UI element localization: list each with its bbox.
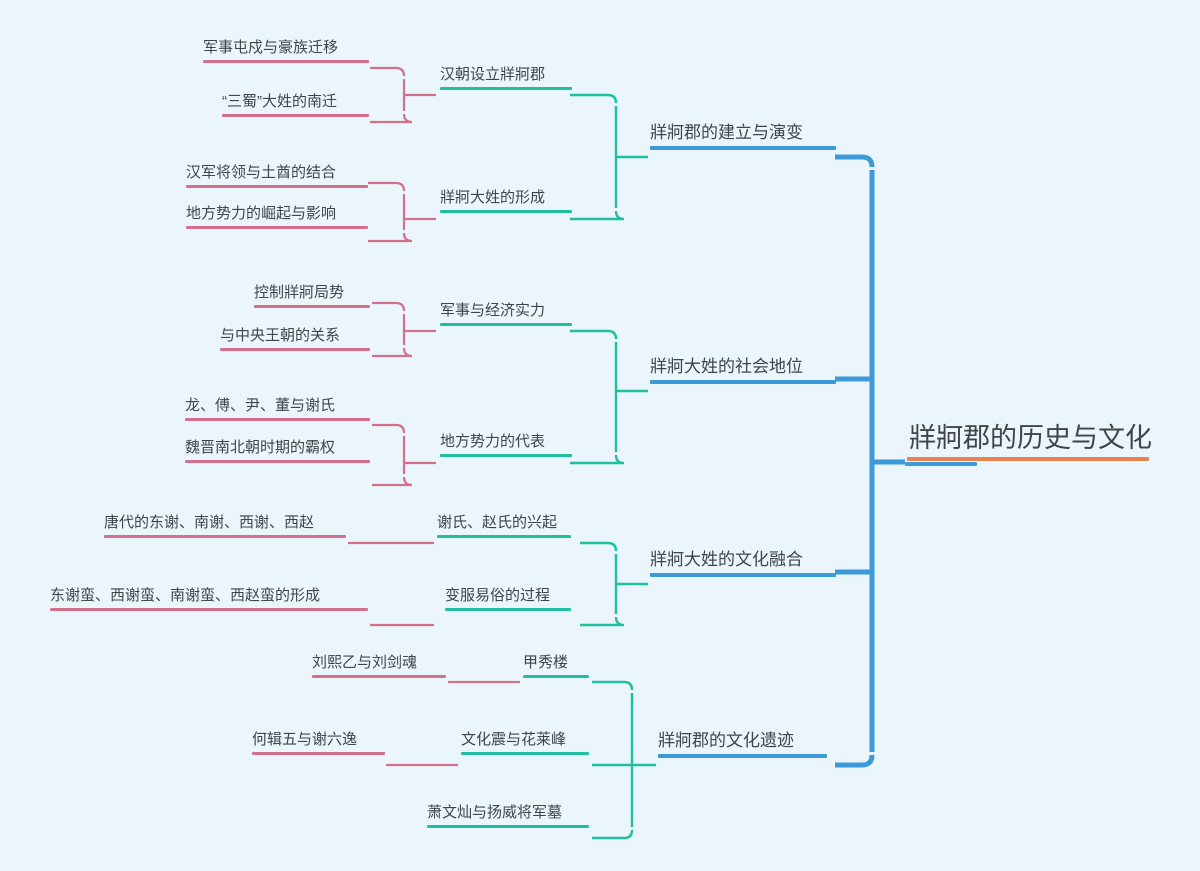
branch-node-1[interactable]: 牂牁郡的建立与演变 (650, 124, 836, 150)
leaf-node-3-1-1[interactable]: 唐代的东谢、南谢、西谢、西赵 (104, 515, 346, 538)
leaf-node-2-2-1[interactable]: 龙、傅、尹、董与谢氏 (185, 398, 370, 421)
sub-node-3-1[interactable]: 谢氏、赵氏的兴起 (437, 515, 571, 538)
leaf-node-1-1-2[interactable]: “三蜀”大姓的南迁 (222, 94, 369, 117)
leaf-node-1-2-1[interactable]: 汉军将领与土酋的结合 (186, 165, 368, 188)
leaf-node-3-2-1-underline (50, 608, 368, 611)
sub-node-4-1-underline (523, 675, 589, 678)
sub-node-1-2-underline (440, 210, 572, 213)
leaf-node-4-2-1-underline (252, 752, 385, 755)
leaf-node-2-1-2-label: 与中央王朝的关系 (220, 327, 341, 344)
leaf-node-1-2-1-label: 汉军将领与土酋的结合 (186, 164, 337, 181)
sub-node-4-1-label: 甲秀楼 (523, 654, 569, 671)
leaf-node-4-1-1-label: 刘熙乙与刘剑魂 (312, 654, 418, 671)
leaf-node-1-2-2-label: 地方势力的崛起与影响 (186, 205, 337, 222)
sub-node-3-2-underline (445, 608, 571, 611)
sub-node-2-2[interactable]: 地方势力的代表 (440, 434, 572, 457)
leaf-node-4-1-1-underline (312, 675, 446, 678)
leaf-node-2-2-2[interactable]: 魏晋南北朝时期的霸权 (185, 440, 370, 463)
sub-node-1-2-label: 牂牁大姓的形成 (440, 189, 546, 206)
sub-node-2-2-label: 地方势力的代表 (440, 433, 546, 450)
leaf-node-2-1-1-underline (254, 305, 370, 308)
sub-node-2-2-underline (440, 454, 572, 457)
sub-node-4-3-underline (427, 825, 589, 828)
leaf-node-2-1-2-underline (220, 348, 370, 351)
leaf-node-1-2-2[interactable]: 地方势力的崛起与影响 (186, 206, 368, 229)
leaf-node-1-1-1[interactable]: 军事屯戍与豪族迁移 (203, 40, 369, 63)
leaf-node-1-1-1-label: 军事屯戍与豪族迁移 (203, 39, 339, 56)
branch-node-1-label: 牂牁郡的建立与演变 (650, 123, 803, 142)
branch-node-4-label: 牂牁郡的文化遗迹 (658, 731, 794, 750)
sub-node-3-1-label: 谢氏、赵氏的兴起 (437, 514, 558, 531)
mindmap-root-node[interactable]: 牂牁郡的历史与文化 (905, 423, 1152, 466)
root-label: 牂牁郡的历史与文化 (909, 423, 1152, 453)
leaf-node-1-2-1-underline (186, 185, 368, 188)
branch-node-3-underline (650, 573, 836, 577)
sub-node-4-3[interactable]: 萧文灿与扬威将军墓 (427, 805, 589, 828)
sub-node-3-2[interactable]: 变服易俗的过程 (445, 588, 571, 611)
branch-node-2-label: 牂牁大姓的社会地位 (650, 357, 803, 376)
leaf-node-3-1-1-underline (104, 535, 346, 538)
leaf-node-2-2-1-underline (185, 418, 370, 421)
branch-node-2-underline (650, 380, 836, 384)
sub-node-4-2-underline (461, 752, 589, 755)
leaf-node-3-2-1[interactable]: 东谢蛮、西谢蛮、南谢蛮、西赵蛮的形成 (50, 588, 368, 611)
sub-node-2-1-underline (440, 323, 572, 326)
sub-node-4-1[interactable]: 甲秀楼 (523, 655, 589, 678)
sub-node-1-1-underline (440, 87, 572, 90)
leaf-node-2-1-1[interactable]: 控制牂牁局势 (254, 285, 370, 308)
sub-node-1-1[interactable]: 汉朝设立牂牁郡 (440, 67, 572, 90)
leaf-node-1-2-2-underline (186, 226, 368, 229)
leaf-node-4-1-1[interactable]: 刘熙乙与刘剑魂 (312, 655, 446, 678)
sub-node-4-2-label: 文化震与花莱峰 (461, 731, 567, 748)
leaf-node-2-1-1-label: 控制牂牁局势 (254, 284, 345, 301)
sub-node-4-2[interactable]: 文化震与花莱峰 (461, 732, 589, 755)
branch-node-3-label: 牂牁大姓的文化融合 (650, 550, 803, 569)
sub-node-4-3-label: 萧文灿与扬威将军墓 (427, 804, 563, 821)
leaf-node-1-1-2-underline (222, 114, 369, 117)
leaf-node-3-2-1-label: 东谢蛮、西谢蛮、南谢蛮、西赵蛮的形成 (50, 587, 321, 604)
root-underline (907, 457, 1149, 461)
leaf-node-3-1-1-label: 唐代的东谢、南谢、西谢、西赵 (104, 514, 315, 531)
leaf-node-1-1-1-underline (203, 60, 369, 63)
leaf-node-4-2-1[interactable]: 何辑五与谢六逸 (252, 732, 385, 755)
leaf-node-4-2-1-label: 何辑五与谢六逸 (252, 731, 358, 748)
branch-node-4-underline (658, 754, 827, 758)
leaf-node-2-2-2-label: 魏晋南北朝时期的霸权 (185, 439, 336, 456)
leaf-node-2-2-2-underline (185, 460, 370, 463)
sub-node-3-2-label: 变服易俗的过程 (445, 587, 551, 604)
sub-node-2-1[interactable]: 军事与经济实力 (440, 303, 572, 326)
leaf-node-2-1-2[interactable]: 与中央王朝的关系 (220, 328, 370, 351)
leaf-node-2-2-1-label: 龙、傅、尹、董与谢氏 (185, 397, 336, 414)
sub-node-1-1-label: 汉朝设立牂牁郡 (440, 66, 546, 83)
branch-node-2[interactable]: 牂牁大姓的社会地位 (650, 358, 836, 384)
branch-node-1-underline (650, 146, 836, 150)
branch-node-3[interactable]: 牂牁大姓的文化融合 (650, 551, 836, 577)
branch-node-4[interactable]: 牂牁郡的文化遗迹 (658, 732, 827, 758)
sub-node-3-1-underline (437, 535, 571, 538)
leaf-node-1-1-2-label: “三蜀”大姓的南迁 (222, 93, 337, 110)
sub-node-2-1-label: 军事与经济实力 (440, 302, 546, 319)
sub-node-1-2[interactable]: 牂牁大姓的形成 (440, 190, 572, 213)
root-underline-lead (905, 462, 977, 466)
